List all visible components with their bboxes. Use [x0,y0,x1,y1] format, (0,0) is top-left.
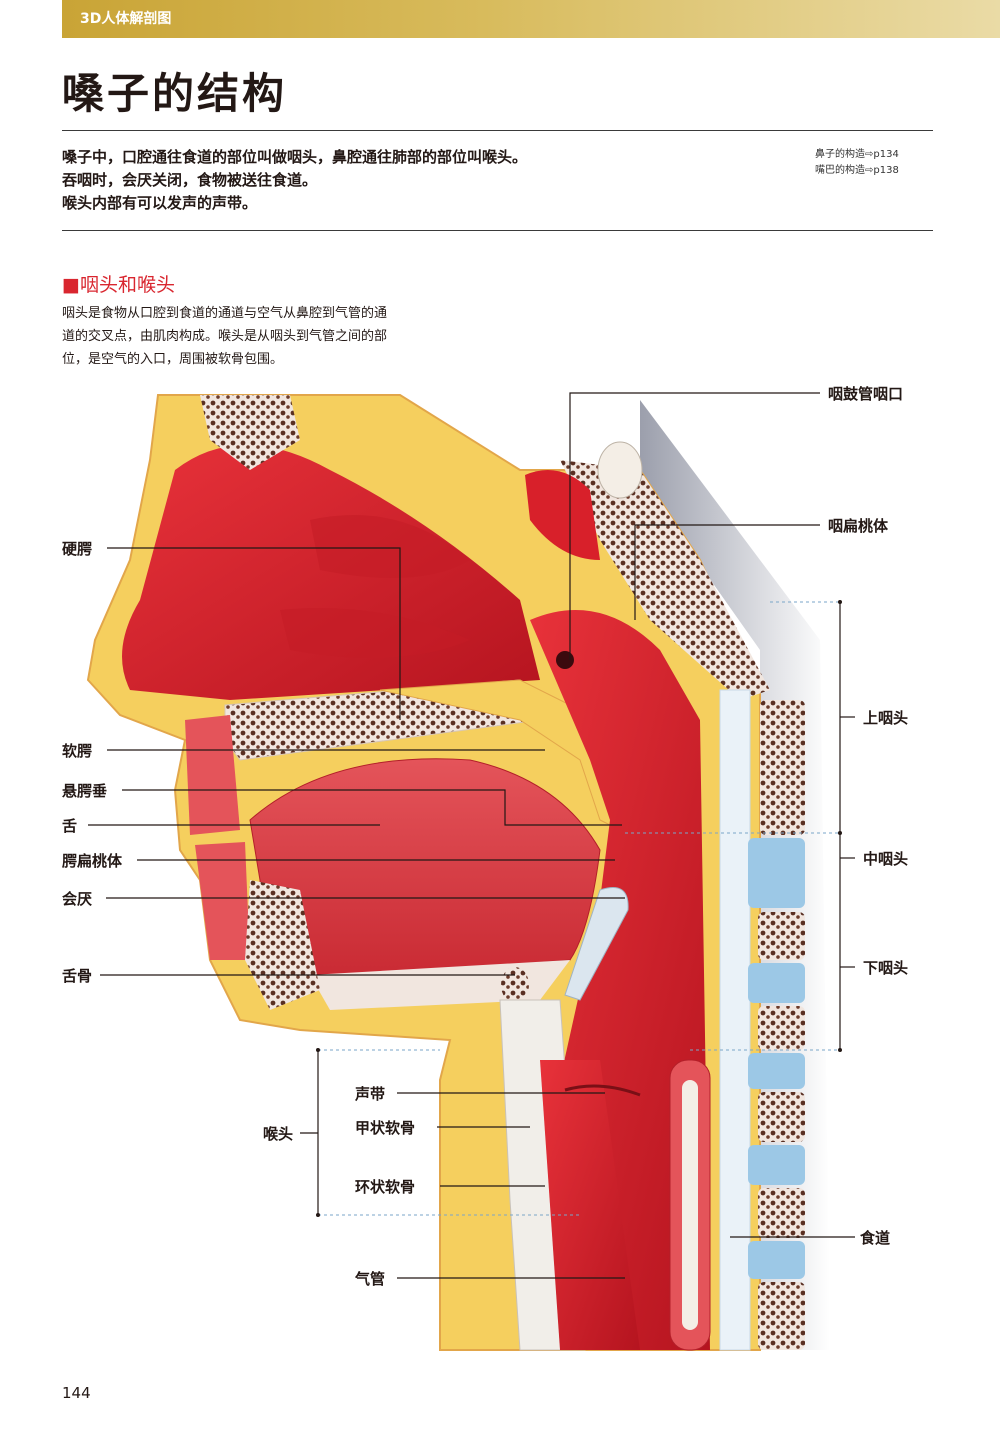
leader-lines [88,392,855,1279]
sphenoid-sinus [525,470,600,560]
section-heading: ■咽头和喉头 [62,274,175,296]
top-rule [62,130,933,131]
page-title: 嗓子的结构 [62,69,288,118]
mandible-bone [245,880,320,1010]
intervertebral-disc [748,1145,805,1185]
frontal-bone [200,395,300,470]
intervertebral-disc [748,1241,805,1279]
label-esophagus: 食道 [860,1229,890,1247]
vertebra-body [758,1282,805,1350]
label-larynx: 喉头 [263,1125,293,1143]
nasal-concha [280,608,470,658]
cross-ref-nose[interactable]: 鼻子的构造⇨p134 [815,149,899,160]
vertebra-body [758,912,805,960]
intro-line: 嗓子中，口腔通往食道的部位叫做咽头，鼻腔通往肺部的部位叫喉头。 [62,148,528,166]
section-line: 位，是空气的入口，周围被软骨包围。 [62,352,284,367]
label-pharyngeal-tonsil: 咽扁桃体 [828,517,889,535]
section-body: 咽头是食物从口腔到食道的通道与空气从鼻腔到气管的通 道的交叉点，由肌肉构成。喉头… [62,302,482,371]
label-laryngopharynx: 下咽头 [863,959,908,977]
cross-ref-mouth[interactable]: 嘴巴的构造⇨p138 [815,165,899,176]
bottom-rule [62,230,933,231]
label-hard-palate: 硬腭 [62,540,92,558]
intervertebral-disc [748,963,805,1003]
hyoid-bone [501,967,529,1003]
upper-lip [185,715,240,835]
label-oropharynx: 中咽头 [863,850,908,868]
vertebra-body [760,700,805,835]
region-guides [318,601,840,1216]
label-thyroid-cartilage: 甲状软骨 [355,1119,415,1137]
series-label: 3D人体解剖图 [80,11,172,27]
label-palatine-tonsil: 腭扁桃体 [62,852,123,870]
label-soft-palate: 软腭 [62,742,92,760]
vertebra-body [758,1092,805,1142]
label-nasopharynx: 上咽头 [863,709,908,727]
intro-text: 嗓子中，口腔通往食道的部位叫做咽头，鼻腔通往肺部的部位叫喉头。 吞咽时，会厌关闭… [62,146,527,215]
eustachian-tube-opening [556,651,574,669]
header-band [62,0,1000,38]
nasal-concha [310,515,470,578]
label-hyoid: 舌骨 [62,967,92,985]
intro-line: 喉头内部有可以发声的声带。 [62,194,258,212]
label-eustachian-opening: 咽鼓管咽口 [828,385,903,403]
esophagus-lumen [682,1080,698,1330]
intervertebral-disc [748,1053,805,1089]
intro-line: 吞咽时，会厌关闭，食物被送往食道。 [62,171,318,189]
label-trachea: 气管 [354,1270,385,1288]
intervertebral-disc [748,838,805,908]
section-line: 咽头是食物从口腔到食道的通道与空气从鼻腔到气管的通 [62,306,388,321]
vertebra-body [758,1006,805,1050]
cross-references: 鼻子的构造⇨p134 嘴巴的构造⇨p138 [815,147,899,179]
spinal-cord [719,689,751,1351]
label-tongue: 舌 [62,817,77,835]
leader-dots [316,600,842,1217]
epiglottis [564,887,629,1001]
skull-base-bone [560,460,770,700]
label-vocal-cords: 声带 [354,1085,385,1103]
vertebra-body [758,1188,805,1238]
vertebrae [748,700,805,1350]
pituitary [597,441,643,499]
vocal-cord [564,1084,641,1097]
section-line: 道的交叉点，由肌肉构成。喉头是从咽头到气管之间的部 [62,329,388,344]
page-number: 144 [62,1384,91,1402]
label-uvula: 悬腭垂 [62,782,107,800]
label-cricoid-cartilage: 环状软骨 [355,1178,415,1196]
label-epiglottis: 会厌 [62,890,92,908]
lower-lip [195,842,250,960]
